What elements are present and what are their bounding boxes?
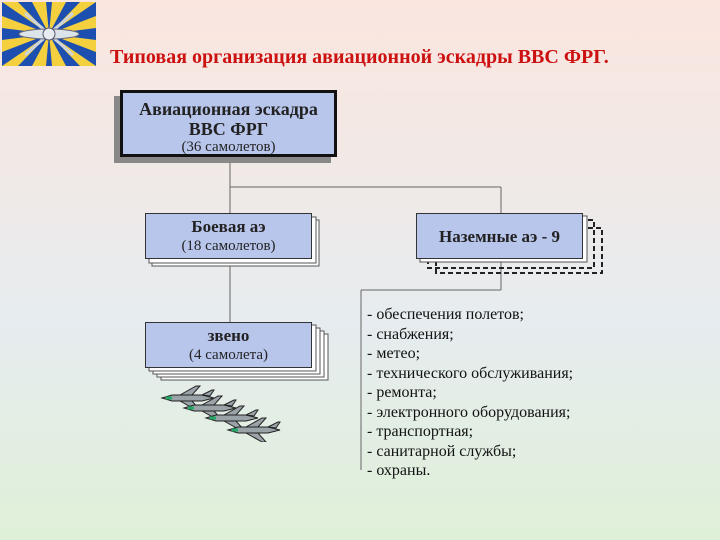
flight-title: звено [207, 326, 250, 345]
aircraft-formation [161, 385, 281, 442]
wing-subtitle: ВВС ФРГ [188, 119, 269, 139]
wing-aircraft-count: (36 самолетов) [181, 139, 276, 155]
air-force-emblem-icon [2, 2, 96, 66]
combat-squadron-count: (18 самолетов) [181, 238, 276, 254]
service-item: - электронного оборудования; [367, 403, 571, 421]
wing-title: Авиационная эскадра [139, 99, 318, 119]
flight-box: звено (4 самолета) [145, 322, 312, 368]
service-item: - снабжения; [367, 325, 454, 343]
combat-squadron-title: Боевая аэ [191, 217, 266, 236]
services-list: - обеспечения полетов; - снабжения; - ме… [367, 305, 573, 481]
service-item: - охраны. [367, 462, 431, 479]
flight-count: (4 самолета) [188, 347, 269, 363]
page-title: Типовая организация авиационной эскадры … [110, 46, 609, 68]
service-item: - метео; [367, 345, 421, 362]
combat-squadron-box: Боевая аэ (18 самолетов) [145, 213, 312, 259]
service-item: - санитарной службы; [367, 442, 517, 460]
wing-box: Авиационная эскадра ВВС ФРГ (36 самолето… [120, 90, 337, 157]
service-item: - обеспечения полетов; [367, 306, 524, 323]
service-item: - транспортная; [367, 423, 474, 440]
service-item: - ремонта; [367, 384, 437, 401]
ground-squadrons-box: Наземные аэ - 9 [416, 213, 583, 259]
service-item: - технического обслуживания; [367, 364, 574, 382]
ground-squadrons-title: Наземные аэ - 9 [438, 227, 561, 246]
